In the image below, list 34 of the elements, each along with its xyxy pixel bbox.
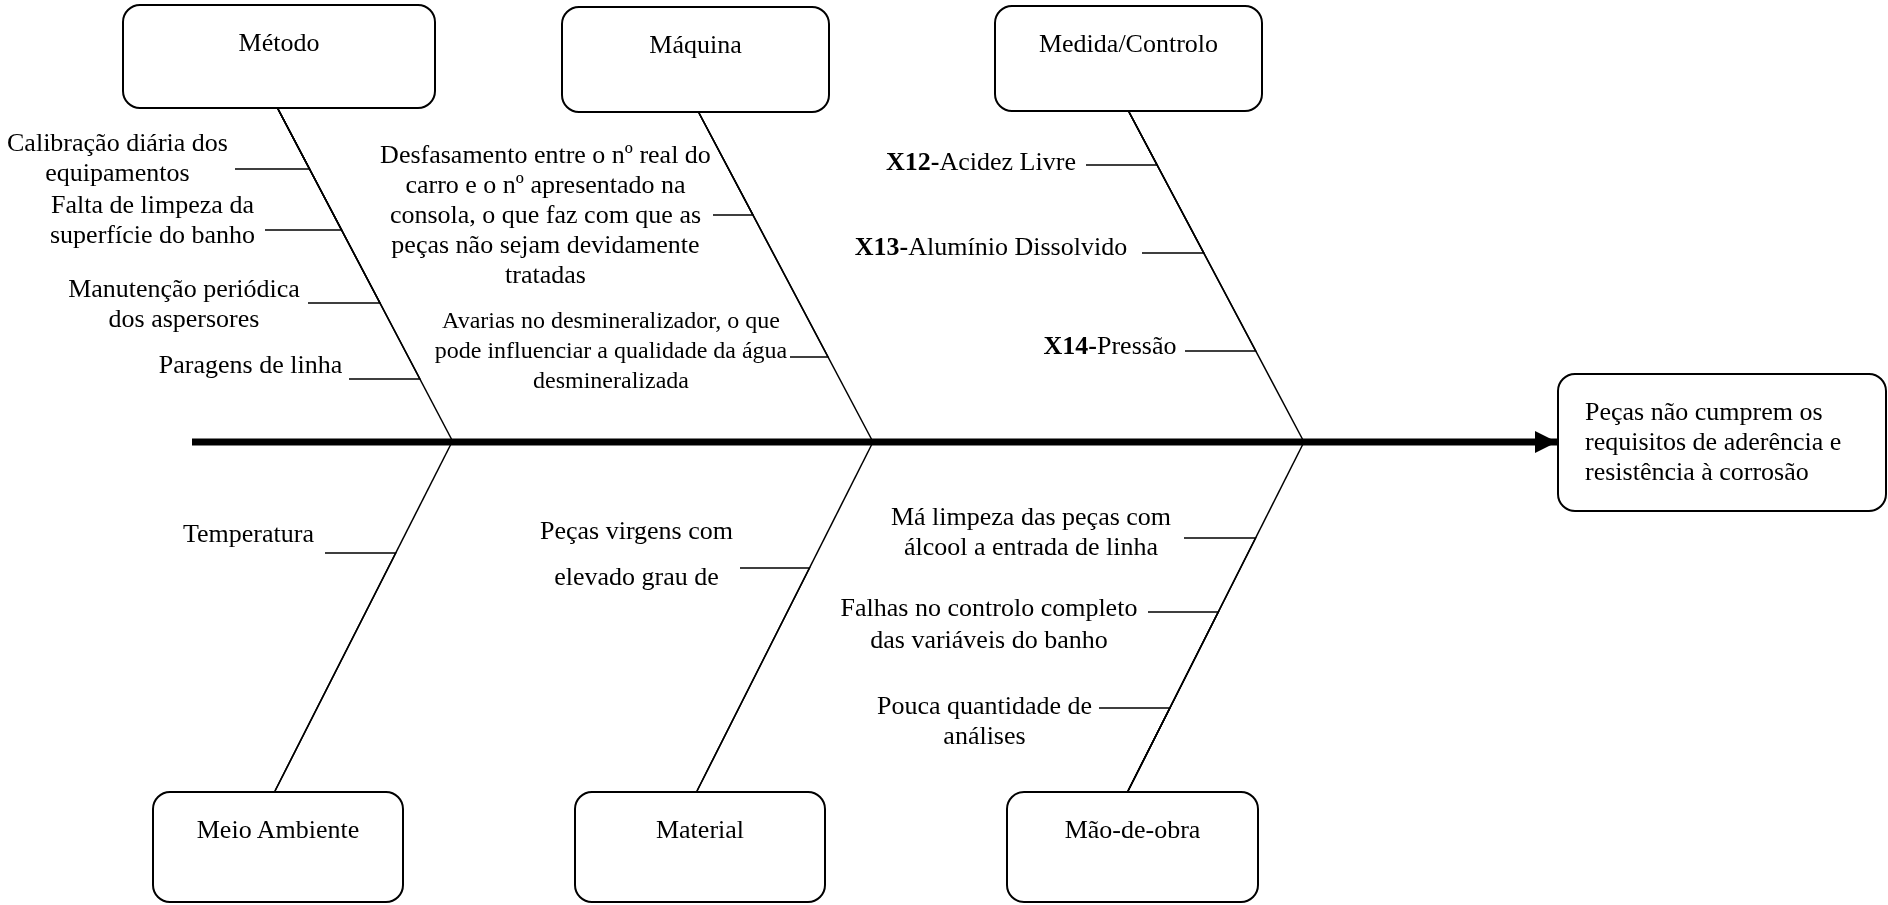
cause-text: X13-Alumínio Dissolvido [853,232,1129,262]
leader-line [696,567,811,792]
cause-text: Avarias no desmineralizador, o que pode influenciar a qualidade da água desmineralizada [433,306,789,395]
cause-text: Falhas no controlo completo das variáveis do banho [839,592,1139,656]
cause-text: Temperatura [182,519,315,549]
cause-text: Pouca quantidade de análises [875,691,1094,751]
category-box [994,5,1263,112]
cause-text: X12-Acidez Livre [885,147,1077,177]
cause-text: X14-Pressão [1042,331,1178,361]
category-label: Método [237,28,321,58]
category-label: Medida/Controlo [1037,29,1220,59]
category-label: Material [654,815,746,845]
cause-text: Paragens de linha [157,350,344,380]
leader-line [277,108,422,380]
effect-box [1557,373,1887,512]
category-box [574,791,826,903]
category-box [152,791,404,903]
cause-text: Manutenção periódica dos aspersores [67,274,301,334]
category-label: Máquina [648,30,743,60]
category-box [1006,791,1259,903]
cause-text: Desfasamento entre o nº real do carro e o nº apresentado na consola, o que faz com que as peças não sejam devidamente tratadas [379,140,712,290]
cause-text: Calibração diária dos equipamentos [6,128,229,188]
cause-text: Peças virgens com elevado grau de [538,515,734,593]
cause-text: Má limpeza das peças com álcool a entrada de linha [889,502,1173,562]
category-label: Meio Ambiente [195,815,361,845]
leader-line [274,552,397,792]
category-label: Mão-de-obra [1063,815,1202,845]
category-box [122,4,436,109]
cause-text: Falta de limpeza da superfície do banho [48,190,256,250]
leader-line [698,112,830,358]
leader-line [1128,111,1257,352]
effect-text: Peças não cumprem os requisitos de aderência e resistência à corrosão [1585,397,1843,487]
leader-line [1098,707,1172,792]
category-box [561,6,830,113]
